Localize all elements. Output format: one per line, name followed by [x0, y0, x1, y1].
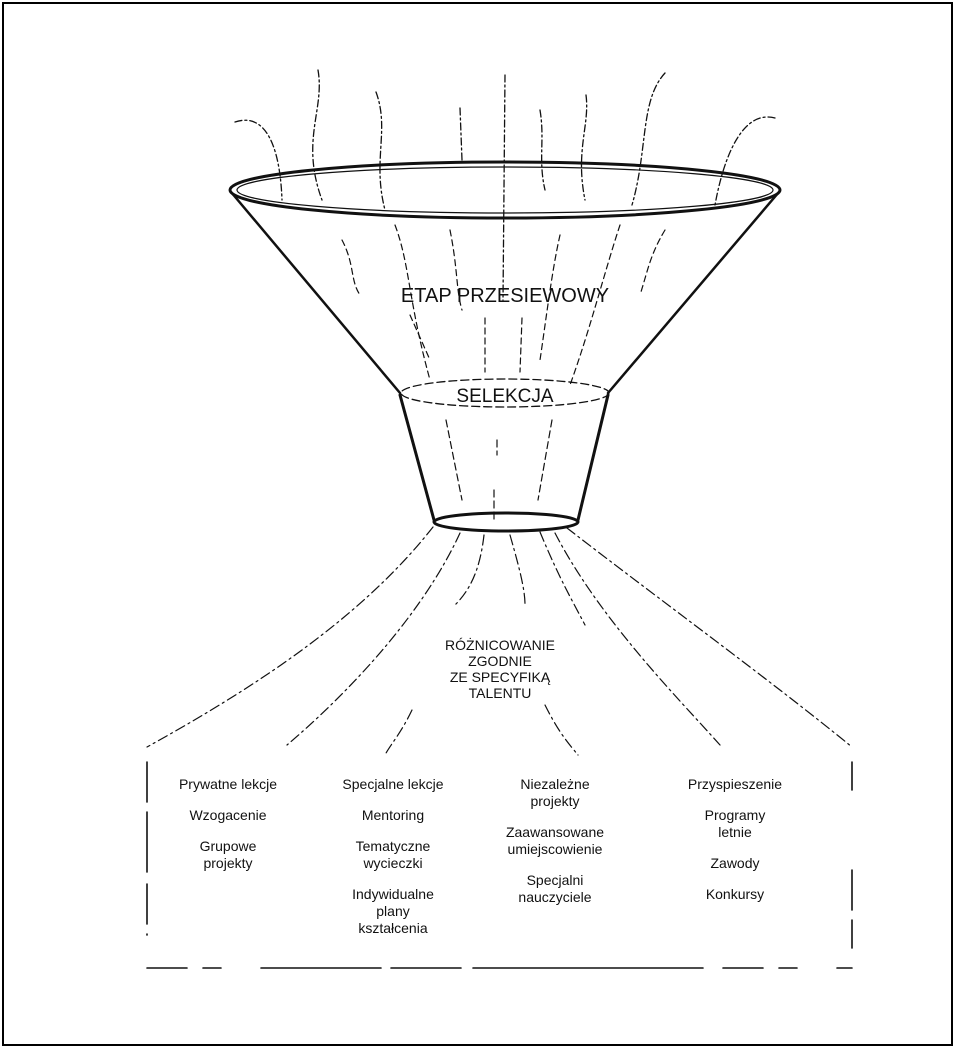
out-line: [566, 527, 853, 748]
option-item-text: Wzogacenie: [189, 807, 267, 823]
out-line: [454, 534, 485, 606]
funnel-rim-inner: [236, 166, 774, 214]
inner-flow: [341, 224, 666, 386]
option-item-text: nauczyciele: [518, 889, 592, 905]
options-bracket: [146, 761, 853, 971]
flow-line: [539, 234, 561, 361]
differentiation-line: ZGODNIE: [468, 653, 532, 669]
outgoing-streams: [146, 526, 853, 756]
funnel-outlet: [432, 511, 580, 533]
option-item-text: Programy: [704, 807, 766, 823]
differentiation-line: ZE SPECYFIKĄ: [449, 669, 551, 685]
stream-line: [580, 94, 588, 201]
option-item: Mentoring: [312, 807, 474, 824]
screening-stage-label: ETAP PRZESIEWOWY: [400, 285, 610, 307]
stream-line: [312, 69, 323, 201]
stream-line: [714, 116, 776, 206]
flow-line: [519, 317, 523, 373]
flow-line: [445, 419, 463, 501]
funnel-left-edge: [229, 190, 402, 395]
flow-line: [639, 229, 666, 296]
stream-line: [539, 109, 546, 191]
stream-line: [375, 91, 386, 211]
incoming-streams: [234, 69, 776, 301]
option-item-text: plany: [376, 903, 410, 919]
option-item-text: Prywatne lekcje: [178, 776, 278, 792]
option-item-text: kształcenia: [358, 920, 428, 936]
option-item-text: wycieczki: [363, 855, 423, 871]
out-line: [286, 532, 461, 746]
option-item-text: Tematyczne: [355, 838, 431, 854]
flow-line: [394, 224, 431, 381]
option-item-text: Zawody: [710, 855, 760, 871]
selection-ring: [400, 378, 610, 408]
option-item-text: projekty: [530, 793, 580, 809]
out-line: [539, 531, 586, 626]
option-item-text: Mentoring: [361, 807, 425, 823]
out-line: [544, 704, 579, 756]
option-item-text: umiejscowienie: [507, 841, 603, 857]
option-item: Przyspieszenie: [660, 776, 810, 793]
option-item-text: projekty: [203, 855, 253, 871]
option-item-text: Niezależne: [520, 776, 590, 792]
stream-line: [631, 72, 666, 206]
neck-left-edge: [398, 393, 436, 522]
stream-line: [459, 107, 463, 161]
neck-right-edge: [576, 393, 610, 522]
option-item-text: letnie: [718, 824, 752, 840]
option-item-text: Przyspieszenie: [687, 776, 783, 792]
option-item: Konkursy: [660, 886, 810, 903]
flow-line: [409, 314, 431, 361]
option-item: Wzogacenie: [150, 807, 306, 824]
funnel-body: [228, 160, 782, 533]
option-item-text: Specjalne lekcje: [342, 776, 444, 792]
flow-line: [537, 419, 553, 501]
option-item: Zawody: [660, 855, 810, 872]
differentiation-line: TALENTU: [468, 685, 532, 701]
selection-label: SELEKCJA: [456, 386, 554, 407]
flow-line: [449, 229, 463, 311]
flow-line: [341, 239, 361, 296]
out-line: [554, 532, 721, 746]
option-item-text: Zaawansowane: [505, 824, 605, 840]
option-item-text: Specjalni: [526, 872, 584, 888]
out-line: [509, 534, 526, 606]
funnel-right-edge: [606, 190, 781, 395]
funnel-rim: [228, 160, 782, 220]
option-item-text: Konkursy: [705, 886, 765, 902]
stream-line: [502, 74, 506, 301]
neck-flow: [445, 419, 553, 521]
stream-line: [234, 119, 283, 201]
out-line: [146, 526, 434, 748]
option-item: Prywatne lekcje: [150, 776, 306, 793]
differentiation-line: RÓŻNICOWANIE: [445, 637, 555, 653]
option-item: Specjalne lekcje: [312, 776, 474, 793]
flow-line: [569, 224, 621, 386]
option-item-text: Grupowe: [199, 838, 257, 854]
option-item-text: Indywidualne: [352, 886, 434, 902]
out-line: [384, 709, 413, 756]
